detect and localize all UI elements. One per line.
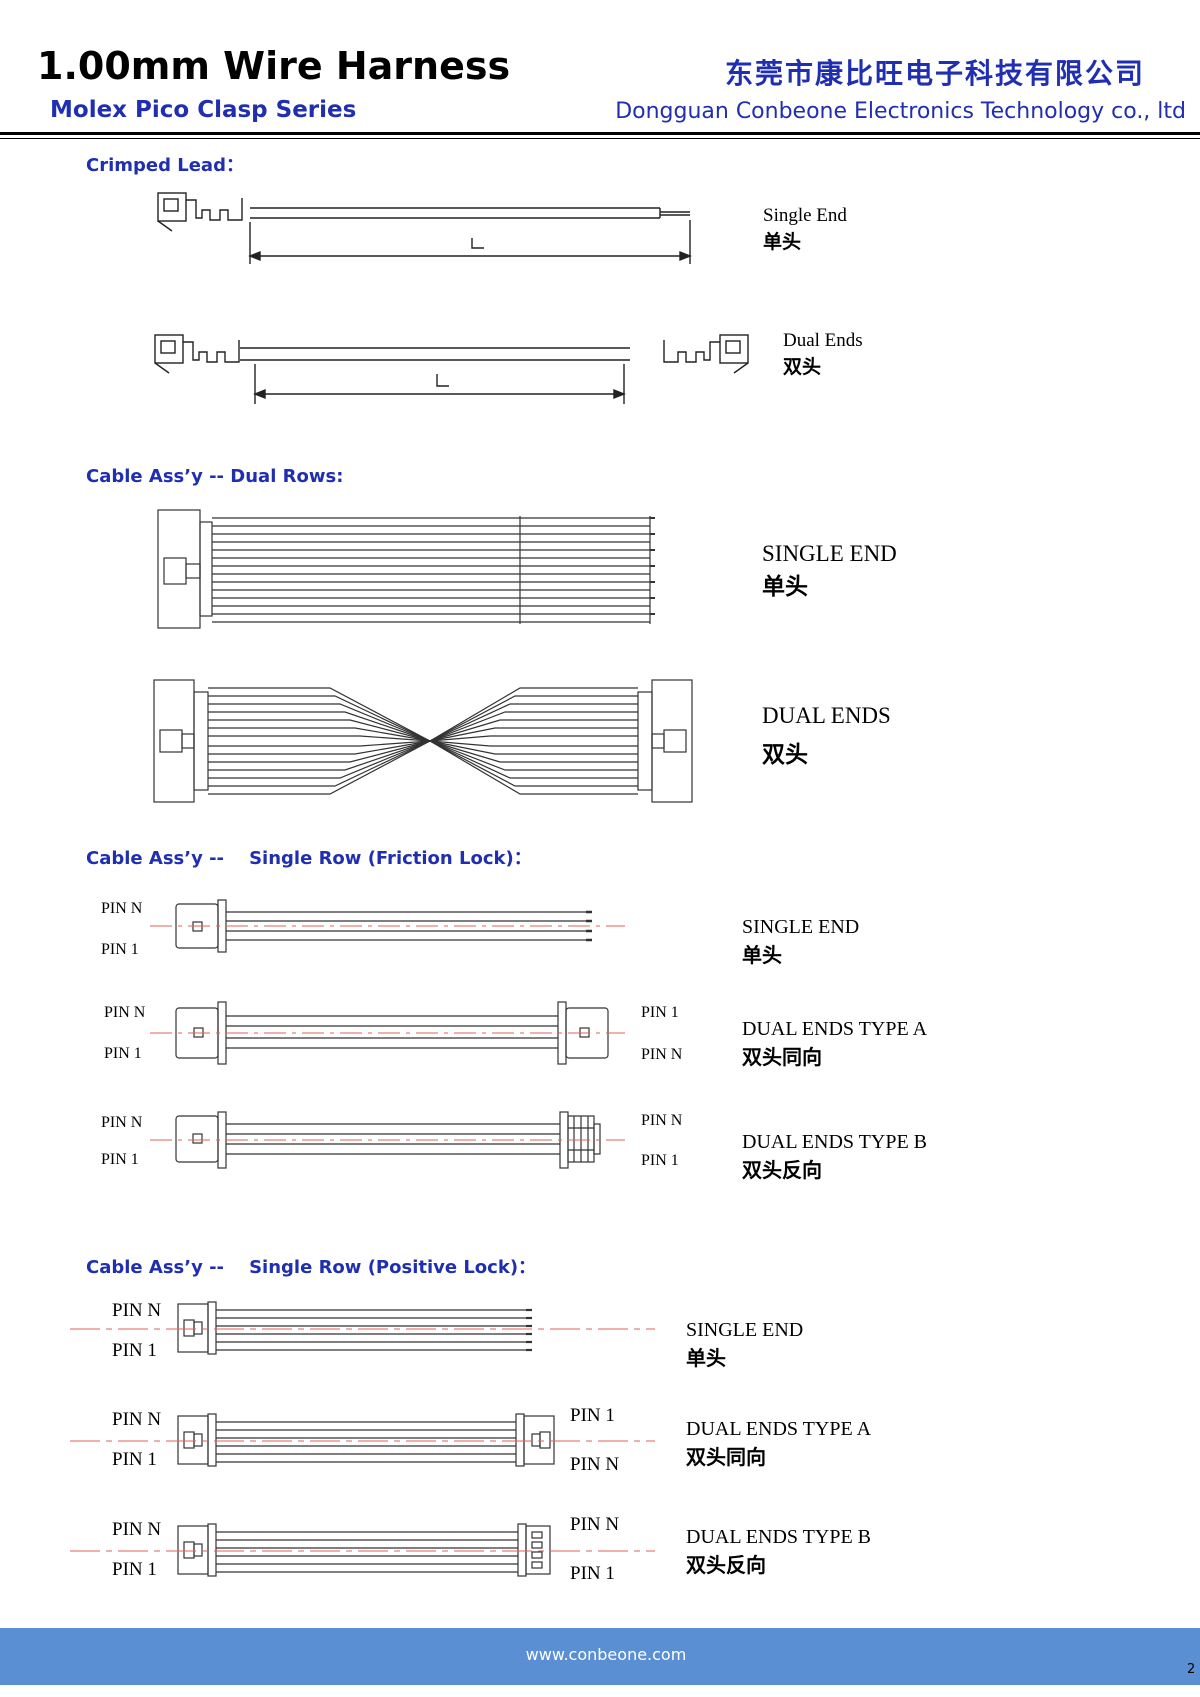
dual-rows-single-end-label: SINGLE END 单头	[762, 541, 897, 601]
company-name-cn: 东莞市康比旺电子科技有限公司	[724, 57, 1145, 90]
pin-1-label: PIN 1	[112, 1449, 157, 1470]
pin-1-label: PIN 1	[570, 1563, 615, 1584]
header-divider	[0, 132, 1200, 135]
label-cn: 双头同向	[742, 1047, 822, 1069]
dual-rows-dual-ends-drawing	[153, 679, 693, 803]
pin-n-label: PIN N	[570, 1454, 620, 1475]
friction-type-a-label: DUAL ENDS TYPE A 双头同向	[742, 1018, 927, 1070]
positive-single-end-label: SINGLE END 单头	[686, 1319, 803, 1371]
footer-bar	[0, 1628, 1200, 1685]
pin-1-label: PIN 1	[641, 1152, 679, 1169]
crimped-single-end-label: Single End 单头	[763, 205, 847, 254]
label-en: Single End	[763, 205, 847, 226]
company-name-en: Dongguan Conbeone Electronics Technology…	[615, 99, 1186, 124]
pin-n-label: PIN N	[641, 1046, 683, 1063]
label-en: DUAL ENDS TYPE B	[742, 1131, 928, 1153]
label-cn: 双头反向	[742, 1160, 822, 1182]
positive-type-a-label: DUAL ENDS TYPE A 双头同向	[686, 1418, 871, 1470]
friction-type-a-drawing	[150, 1001, 625, 1065]
label-cn: 双头	[783, 357, 822, 378]
section-friction-lock: Cable Ass’y -- Single Row (Friction Lock…	[86, 848, 532, 869]
label-en: SINGLE END	[686, 1319, 804, 1341]
label-en: SINGLE END	[762, 541, 897, 566]
pin-1-label: PIN 1	[112, 1340, 157, 1361]
friction-type-b-drawing	[150, 1111, 625, 1169]
label-cn: 双头同向	[686, 1447, 766, 1469]
pin-n-label: PIN N	[101, 900, 143, 917]
label-cn: 单头	[762, 574, 808, 599]
label-cn: 单头	[686, 1348, 726, 1370]
label-en: DUAL ENDS TYPE B	[686, 1526, 872, 1548]
label-en: Dual Ends	[783, 330, 863, 351]
pin-n-label: PIN N	[570, 1514, 620, 1535]
dual-rows-single-end-drawing	[157, 509, 655, 629]
positive-type-a-drawing	[70, 1413, 655, 1467]
crimped-dual-ends-label: Dual Ends 双头	[783, 330, 863, 379]
pin-n-label: PIN N	[112, 1409, 162, 1430]
pin-n-label: PIN N	[112, 1519, 162, 1540]
positive-single-end-drawing	[70, 1301, 655, 1355]
pin-1-label: PIN 1	[570, 1405, 615, 1426]
label-en: SINGLE END	[742, 916, 860, 938]
positive-type-b-label: DUAL ENDS TYPE B 双头反向	[686, 1526, 871, 1578]
section-dual-rows: Cable Ass’y -- Dual Rows:	[86, 466, 344, 487]
label-cn: 单头	[742, 945, 782, 967]
label-en: DUAL ENDS TYPE A	[742, 1018, 928, 1040]
pin-n-label: PIN N	[101, 1114, 143, 1131]
pin-1-label: PIN 1	[104, 1045, 142, 1062]
pin-n-label: PIN N	[112, 1300, 162, 1321]
series-subtitle: Molex Pico Clasp Series	[50, 97, 357, 123]
pin-1-label: PIN 1	[101, 941, 139, 958]
label-cn: 双头反向	[686, 1555, 766, 1577]
pin-1-label: PIN 1	[112, 1559, 157, 1580]
section-crimped-lead: Crimped Lead：	[86, 155, 244, 176]
positive-type-b-drawing	[70, 1523, 655, 1577]
friction-single-end-drawing	[150, 899, 625, 953]
crimped-single-end-drawing	[157, 192, 692, 264]
label-cn: 双头	[762, 742, 808, 767]
page-title: 1.00mm Wire Harness	[37, 44, 511, 88]
friction-type-b-label: DUAL ENDS TYPE B 双头反向	[742, 1131, 927, 1183]
pin-n-label: PIN N	[641, 1112, 683, 1129]
friction-single-end-label: SINGLE END 单头	[742, 916, 859, 968]
crimped-dual-ends-drawing	[154, 334, 749, 404]
dual-rows-dual-ends-label: DUAL ENDS 双头	[762, 703, 891, 769]
header-divider-thin	[0, 138, 1200, 139]
section-positive-lock: Cable Ass’y -- Single Row (Positive Lock…	[86, 1257, 537, 1278]
footer-website-link[interactable]: www.conbeone.com	[525, 1645, 687, 1664]
label-cn: 单头	[763, 232, 802, 253]
label-en: DUAL ENDS TYPE A	[686, 1418, 872, 1440]
pin-1-label: PIN 1	[101, 1151, 139, 1168]
pin-1-label: PIN 1	[641, 1004, 679, 1021]
page-number: 2	[1187, 1662, 1196, 1677]
pin-n-label: PIN N	[104, 1004, 146, 1021]
label-en: DUAL ENDS	[762, 703, 891, 728]
